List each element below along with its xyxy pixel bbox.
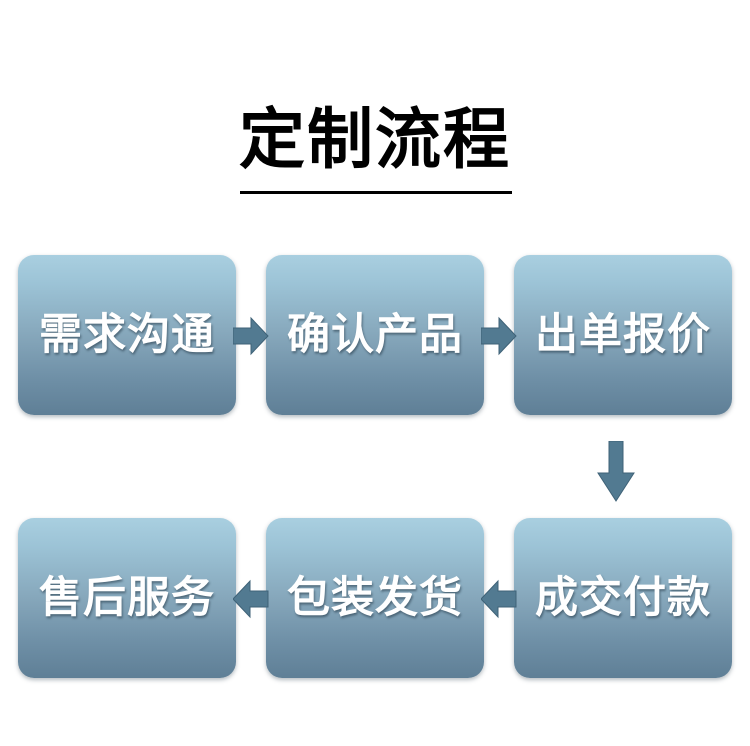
arrow-right-icon [481,316,517,356]
title-block: 定制流程 [0,106,750,172]
flow-step-box[interactable]: 出单报价 [514,255,732,415]
arrow-right-icon [233,316,269,356]
flow-step-label: 成交付款 [535,573,711,622]
flow-step-box[interactable]: 售后服务 [18,518,236,678]
arrow-down-icon [596,441,636,503]
flow-step-box[interactable]: 确认产品 [266,255,484,415]
flow-step-box[interactable]: 成交付款 [514,518,732,678]
flow-step-box[interactable]: 包装发货 [266,518,484,678]
page-title: 定制流程 [239,102,511,176]
arrow-left-icon [233,579,269,619]
arrow-left-icon [481,579,517,619]
flow-step-label: 售后服务 [39,573,215,622]
flow-step-label: 包装发货 [287,573,463,622]
flow-step-box[interactable]: 需求沟通 [18,255,236,415]
flow-step-label: 出单报价 [535,310,711,359]
flow-step-label: 需求沟通 [39,310,215,359]
flow-step-label: 确认产品 [287,310,463,359]
title-underline [240,191,512,194]
